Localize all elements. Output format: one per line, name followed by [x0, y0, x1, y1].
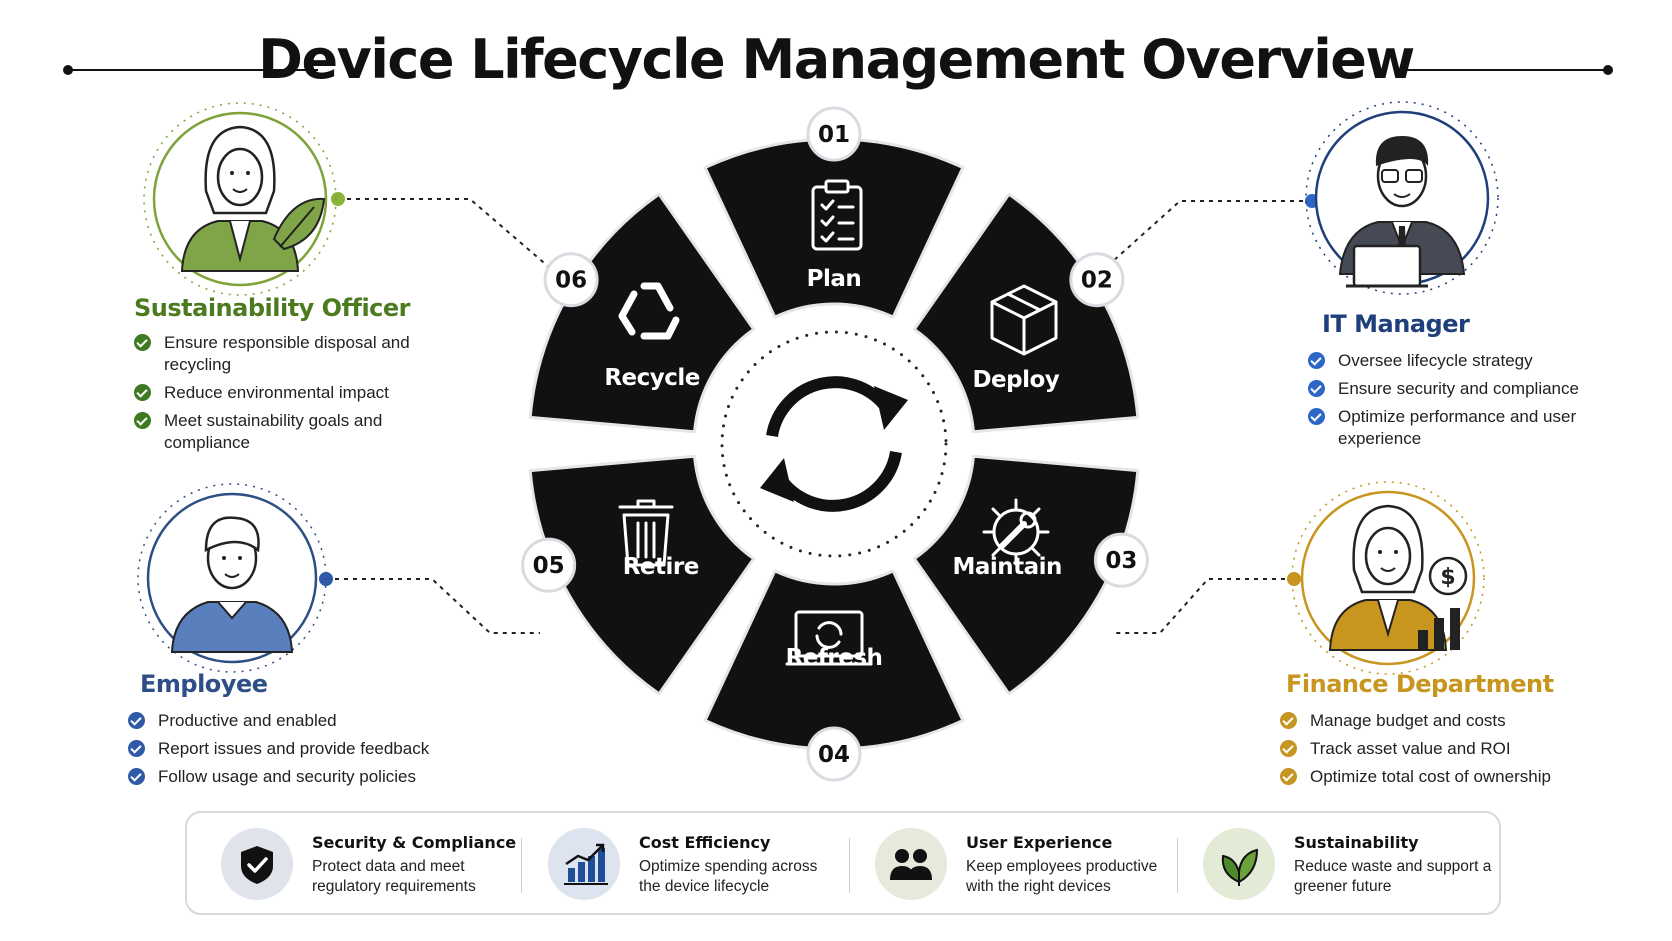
benefit-title: Sustainability [1294, 833, 1419, 852]
stakeholder-sustainability: Sustainability Officer Ensure responsibl… [134, 294, 454, 460]
benefit-desc: Reduce waste and support a greener futur… [1294, 858, 1492, 895]
bar-chart-icon [548, 828, 620, 900]
benefit-title: Cost Efficiency [639, 833, 771, 852]
step-number-badge: 06 [543, 252, 599, 308]
leaf-icon [1203, 828, 1275, 900]
step-number-badge: 05 [521, 537, 577, 593]
step-number-badge: 03 [1093, 532, 1149, 588]
lifecycle-segment-plan [703, 137, 965, 319]
check-icon [1280, 768, 1297, 785]
list-item: Ensure responsible disposal and recyclin… [134, 332, 454, 376]
step-label-maintain: Maintain [952, 554, 1061, 580]
shield-check-icon [221, 828, 293, 900]
connector-sustainability [338, 198, 551, 269]
wheel-hub [706, 316, 962, 572]
step-label-refresh: Refresh [786, 645, 883, 671]
stakeholder-title: Finance Department [1286, 670, 1554, 698]
benefit-sustainability: Sustainability Reduce waste and support … [1169, 813, 1494, 913]
svg-text:04: 04 [818, 742, 850, 768]
benefit-desc: Optimize spending across the device life… [639, 858, 818, 895]
connector-employee [326, 578, 540, 634]
step-label-plan: Plan [807, 266, 862, 292]
woman-with-leaf-avatar [143, 102, 337, 296]
step-label-recycle: Recycle [604, 365, 700, 391]
stakeholder-title: IT Manager [1322, 310, 1470, 338]
list-item: Optimize total cost of ownership [1280, 766, 1606, 788]
benefit-cost: Cost Efficiency Optimize spending across… [514, 813, 839, 913]
title-rule-right [1402, 65, 1613, 75]
stakeholder-title: Employee [140, 670, 268, 698]
users-icon [875, 828, 947, 900]
check-icon [1308, 408, 1325, 425]
list-item: Productive and enabled [128, 710, 480, 732]
box-icon [990, 284, 1058, 356]
check-icon [128, 712, 145, 729]
check-icon [134, 412, 151, 429]
clipboard-checklist-icon [811, 179, 863, 251]
divider [1177, 838, 1178, 893]
divider [521, 838, 522, 893]
svg-text:06: 06 [555, 268, 587, 294]
svg-text:01: 01 [818, 122, 850, 148]
benefits-bar: Security & Compliance Protect data and m… [185, 811, 1501, 915]
benefit-security: Security & Compliance Protect data and m… [187, 813, 516, 913]
check-icon [128, 768, 145, 785]
step-number-badge: 01 [806, 106, 862, 162]
lifecycle-segment-recycle [528, 192, 756, 434]
check-icon [1308, 380, 1325, 397]
list-item: Manage budget and costs [1280, 710, 1606, 732]
divider [849, 838, 850, 893]
connector-dot-sustainability [331, 192, 345, 206]
lifecycle-segment-refresh [703, 569, 965, 751]
benefit-title: Security & Compliance [312, 833, 517, 852]
svg-text:02: 02 [1081, 268, 1113, 294]
lifecycle-segment-retire [528, 454, 756, 696]
check-icon [1280, 712, 1297, 729]
recycle-icon [618, 282, 680, 340]
connector-dot-finance [1287, 572, 1301, 586]
title-rule-left [63, 65, 318, 75]
trash-icon [618, 499, 674, 567]
employee-avatar [137, 483, 327, 673]
list-item: Optimize performance and user experience [1308, 406, 1622, 450]
svg-text:05: 05 [533, 553, 565, 579]
laptop-refresh-icon [785, 610, 873, 666]
list-item: Meet sustainability goals and compliance [134, 410, 454, 454]
svg-text:03: 03 [1105, 548, 1137, 574]
stakeholder-finance: Finance Department Manage budget and cos… [1280, 670, 1606, 794]
hub-dotted-ring [720, 330, 948, 558]
lifecycle-segment-deploy [912, 192, 1140, 434]
list-item: Ensure security and compliance [1308, 378, 1622, 400]
stakeholder-it-manager: IT Manager Oversee lifecycle strategy En… [1308, 310, 1622, 456]
benefit-title: User Experience [966, 833, 1113, 852]
step-number-badge: 04 [806, 726, 862, 782]
check-icon [1280, 740, 1297, 757]
page-title: Device Lifecycle Management Overview [258, 28, 1415, 91]
connector-it-manager [1111, 200, 1312, 263]
check-icon [134, 384, 151, 401]
list-item: Follow usage and security policies [128, 766, 480, 788]
list-item: Track asset value and ROI [1280, 738, 1606, 760]
svg-text:$: $ [1440, 565, 1455, 590]
list-item: Report issues and provide feedback [128, 738, 480, 760]
benefit-desc: Protect data and meet regulatory require… [312, 858, 476, 895]
check-icon [134, 334, 151, 351]
stakeholder-employee: Employee Productive and enabled Report i… [128, 670, 480, 794]
step-label-deploy: Deploy [972, 367, 1059, 393]
step-label-retire: Retire [623, 554, 699, 580]
step-number-badge: 02 [1069, 252, 1125, 308]
woman-with-dollar-chart-avatar: $ [1291, 481, 1485, 675]
man-with-laptop-avatar [1305, 101, 1499, 295]
refresh-arrows-icon [760, 376, 908, 512]
connector-finance [1116, 578, 1294, 634]
benefit-user-experience: User Experience Keep employees productiv… [841, 813, 1166, 913]
gear-wrench-icon [982, 498, 1050, 566]
list-item: Oversee lifecycle strategy [1308, 350, 1622, 372]
check-icon [128, 740, 145, 757]
check-icon [1308, 352, 1325, 369]
list-item: Reduce environmental impact [134, 382, 454, 404]
stakeholder-title: Sustainability Officer [134, 294, 411, 322]
benefit-desc: Keep employees productive with the right… [966, 858, 1158, 895]
